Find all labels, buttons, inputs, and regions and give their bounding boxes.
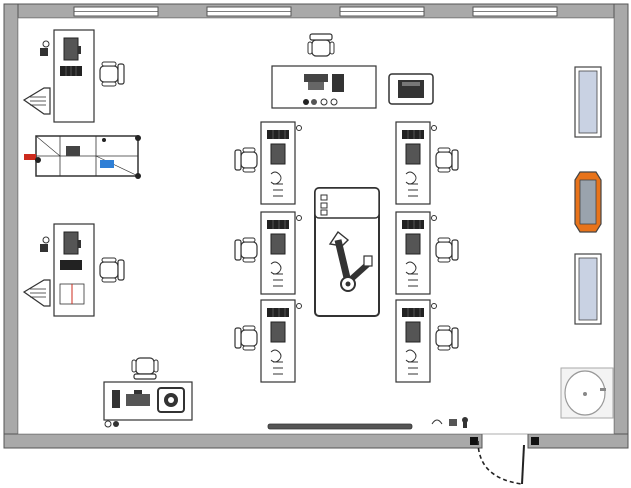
chair-icon [234,325,258,351]
sink-icon [560,367,614,419]
soldering-station-icon [104,420,119,428]
chair-icon [99,257,125,283]
left-desk-1 [40,29,95,123]
keyboard-icon [60,66,82,76]
front-teacher-desk [271,65,377,109]
student-desk [395,211,459,295]
student-desks-left-column [234,121,302,383]
student-desks-right-column [395,121,459,383]
student-desk [395,121,459,205]
chair-icon [435,237,459,263]
monitor-icon [270,143,286,165]
chair-icon [435,147,459,173]
keyboard-icon [267,220,289,229]
keyboard-icon [60,260,82,270]
window-icon [73,6,159,17]
monitor-icon [63,37,81,61]
cabinet-icon [574,66,602,138]
keyboard-icon [267,308,289,317]
robot-arm-icon [328,230,373,292]
student-desk [234,121,302,205]
3d-printer-icon [22,87,51,115]
student-desk [234,211,302,295]
door-icon [470,437,539,485]
windows [73,6,558,17]
chair-icon [131,357,159,380]
keyboard-icon [402,130,424,139]
robot-arm-table [314,187,380,317]
monitor-icon [126,390,150,406]
computer-tower-icon [332,74,344,92]
soldering-station-icon [40,236,50,252]
keyboard-icon [402,220,424,229]
soldering-station-icon [405,349,418,375]
window-icon [339,6,425,17]
cabinet-icon [574,253,602,325]
whiteboard [267,423,413,430]
chair-icon [234,147,258,173]
chair-icon [234,237,258,263]
soldering-station-icon [405,171,418,197]
keyboard-icon [267,130,289,139]
monitor-icon [63,231,81,255]
cabinet-icon [574,171,602,233]
monitor-icon [405,321,421,343]
monitor-icon [405,143,421,165]
monitor-icon [270,233,286,255]
window-icon [472,6,558,17]
printer-icon [157,387,185,413]
right-wall-cabinets [574,66,602,325]
computer-tower-icon [112,390,120,408]
soldering-station-icon [270,171,283,197]
printer-icon [388,73,434,105]
monitor-icon [405,233,421,255]
window-icon [206,6,292,17]
keyboard-icon [402,308,424,317]
3d-printer-rig [24,135,141,179]
soldering-station-icon [303,98,338,106]
monitor-icon [304,74,328,90]
soldering-station-icon [270,349,283,375]
soldering-station-icon [40,40,50,56]
door-side-items [431,417,468,428]
student-desk [234,299,302,383]
3d-printer-icon [22,279,51,307]
chair-icon [307,33,335,57]
front-bottom-desk [103,381,193,428]
soldering-station-icon [270,261,283,287]
soldering-station-icon [405,261,418,287]
student-desk [395,299,459,383]
left-desk-2 [40,223,95,317]
chair-icon [435,325,459,351]
monitor-icon [270,321,286,343]
chair-icon [99,61,125,87]
